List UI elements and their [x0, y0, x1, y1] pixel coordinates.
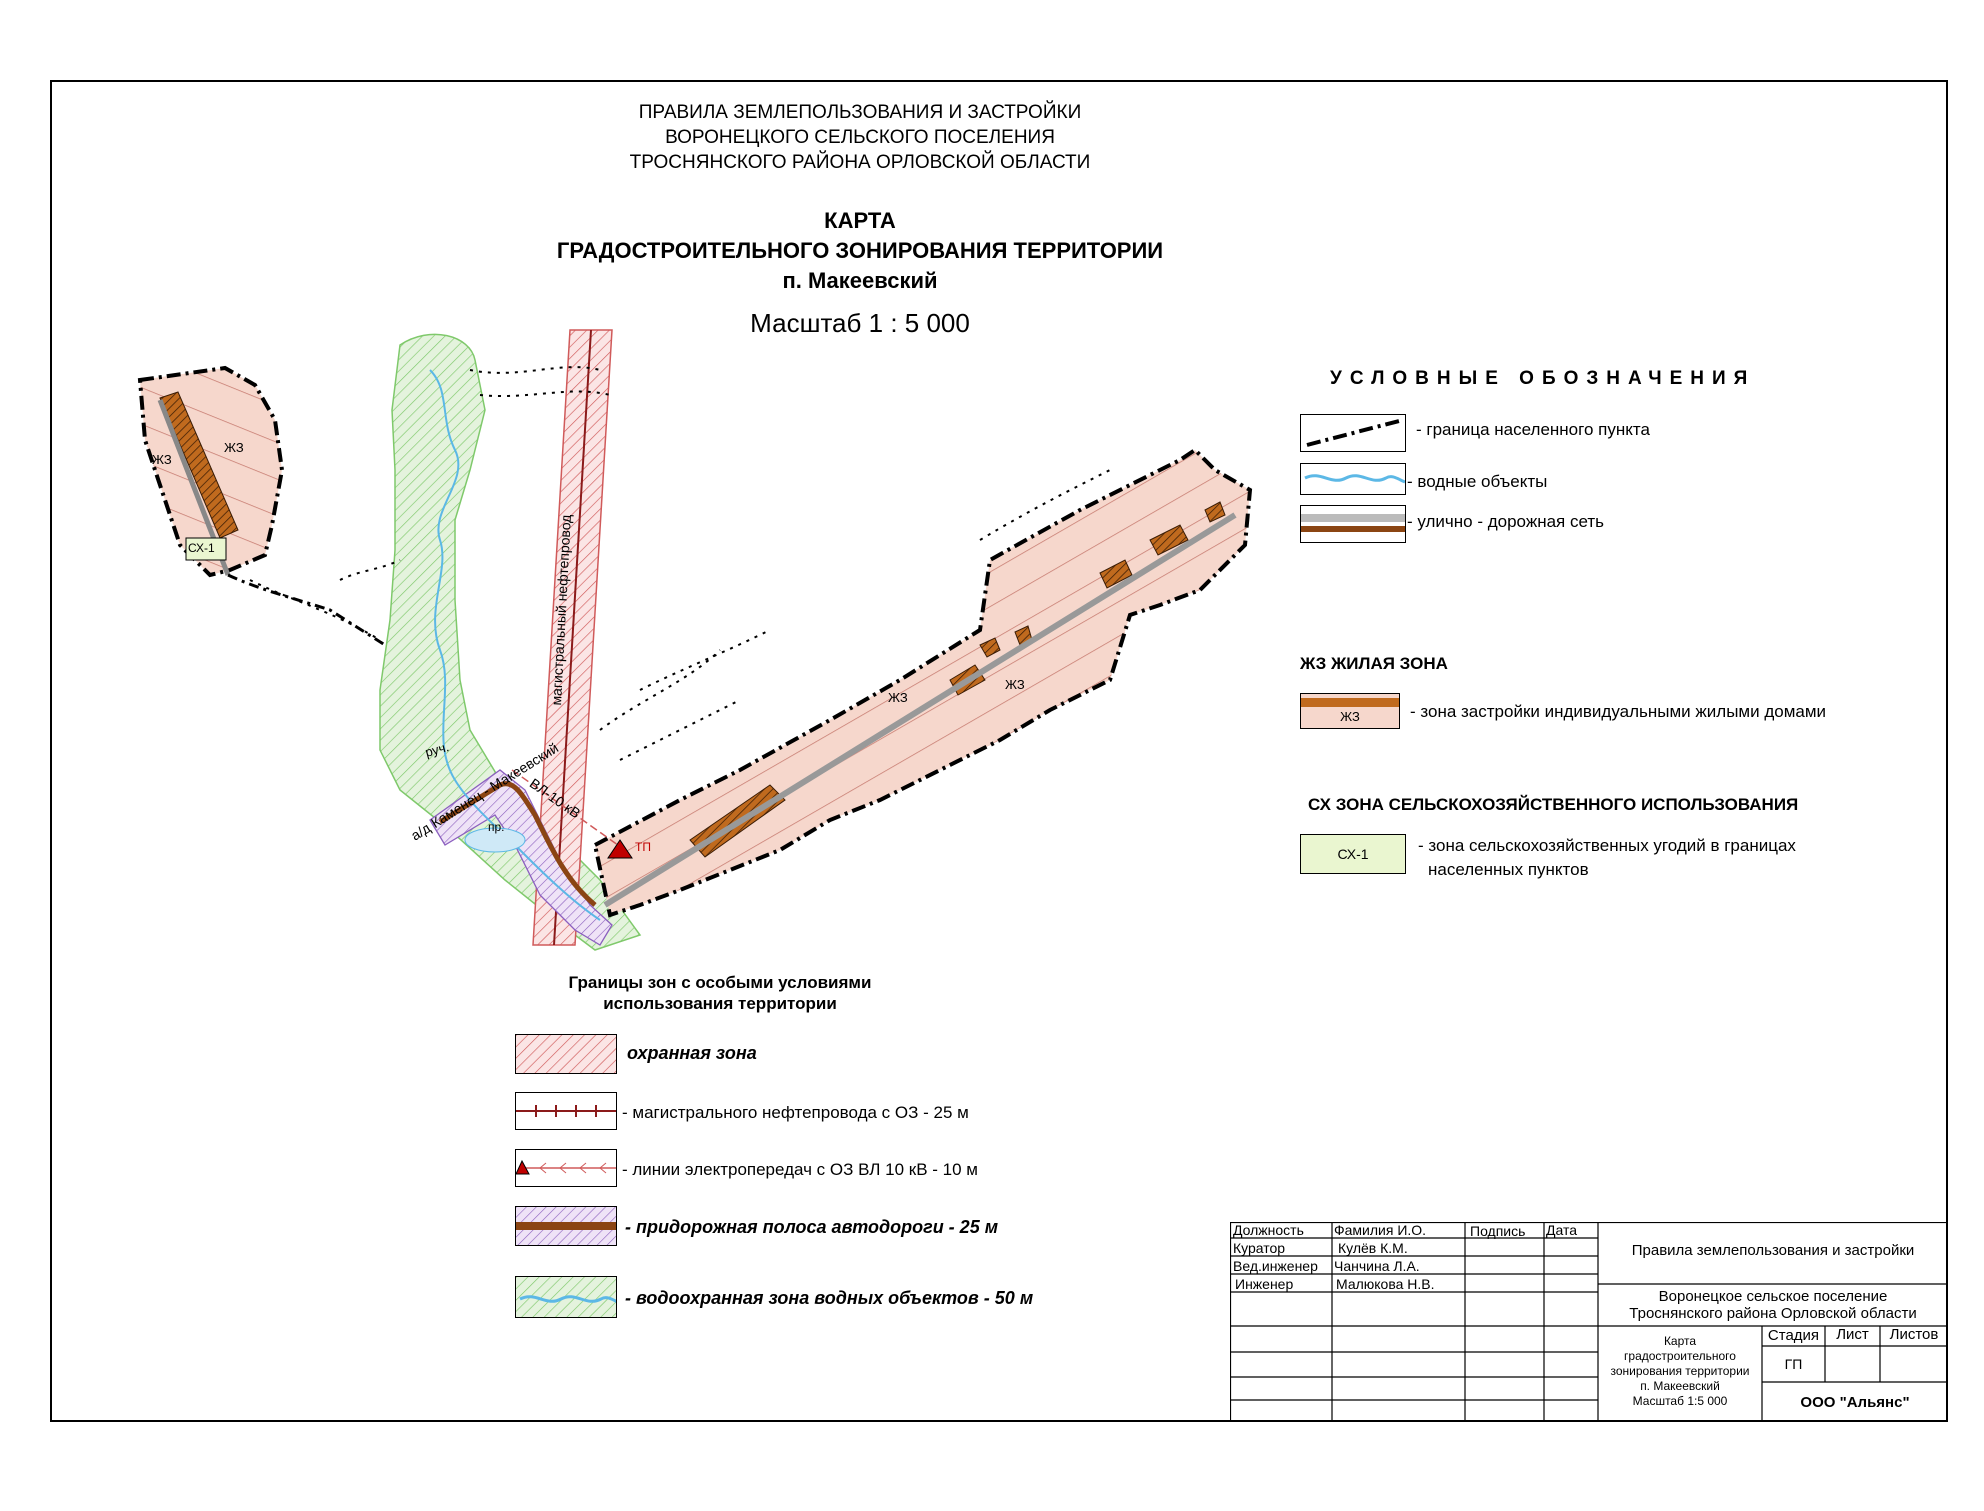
power-line-label: - линии электропередач с ОЗ ВЛ 10 кВ - 1… [622, 1160, 978, 1179]
water-protection-zone [379, 333, 642, 951]
drawing-frame [50, 80, 1948, 1422]
stamp-sheet-line-5: Масштаб 1:5 000 [1632, 1394, 1728, 1408]
roadside-strip-icon [515, 1206, 617, 1246]
stamp-stage-header: Стадия [1767, 1327, 1820, 1344]
special-zones-title-1: Границы зон с особыми условиями [568, 973, 872, 992]
stamp-place-line-2: Троснянского района Орловской области [1629, 1305, 1917, 1322]
road-line-icon [1300, 505, 1406, 543]
header-line-2: ВОРОНЕЦКОГО СЕЛЬСКОГО ПОСЕЛЕНИЯ [665, 127, 1055, 148]
stamp-sheet-line-2: градостроительного [1624, 1349, 1736, 1363]
settlement-border-west [227, 573, 386, 647]
agricultural-label-2: населенных пунктов [1428, 860, 1589, 879]
stamp-sheet-header: Лист [1836, 1326, 1869, 1343]
building-east-6 [1149, 524, 1189, 556]
water-protection-label: - водоохранная зона водных объектов - 50… [625, 1288, 1034, 1308]
special-zones-title: Границы зон с особыми условиями использо… [520, 972, 920, 1014]
building-east-3 [979, 637, 1001, 658]
label-zh-west-1: ЖЗ [152, 452, 172, 467]
stamp-company: ООО "Альянс" [1800, 1394, 1910, 1411]
title-block: Должность Фамилия И.О. Подпись Дата Кура… [1230, 1222, 1948, 1422]
stamp-row1-position: Куратор [1233, 1240, 1286, 1256]
map-title-line-2: ГРАДОСТРОИТЕЛЬНОГО ЗОНИРОВАНИЯ ТЕРРИТОРИ… [556, 238, 1164, 263]
stamp-row2-position: Вед.инженер [1233, 1258, 1318, 1274]
power-line-icon [515, 1149, 617, 1187]
stamp-place: Воронецкое сельское поселение Троснянско… [1598, 1288, 1948, 1322]
label-tp: ТП [635, 840, 651, 854]
pipeline-icon [515, 1092, 617, 1130]
pipeline-label: - магистрального нефтепровода с ОЗ - 25 … [622, 1103, 969, 1122]
stamp-sheet-line-3: зонирования территории [1610, 1364, 1750, 1378]
residential-zone-icon: ЖЗ [1300, 693, 1400, 729]
road-east [603, 512, 1237, 908]
legend-title: УСЛОВНЫЕ ОБОЗНАЧЕНИЯ [1330, 368, 1756, 389]
stamp-sheet-line-1: Карта [1663, 1334, 1697, 1348]
header-line-1: ПРАВИЛА ЗЕМЛЕПОЛЬЗОВАНИЯ И ЗАСТРОЙКИ [638, 102, 1082, 123]
header-line-3: ТРОСНЯНСКОГО РАЙОНА ОРЛОВСКОЙ ОБЛАСТИ [629, 152, 1091, 173]
residential-zone-east [592, 447, 1253, 918]
power-line [511, 769, 626, 851]
stamp-sheet-line-4: п. Макеевский [1640, 1379, 1720, 1393]
residential-icon-label: ЖЗ [1340, 709, 1360, 724]
agricultural-zone-icon: СХ-1 [1300, 834, 1406, 874]
agricultural-label-1: - зона сельскохозяйственных угодий в гра… [1418, 836, 1796, 855]
stamp-row1-name: Кулёв К.М. [1338, 1240, 1408, 1256]
map-title-line-1: КАРТА [824, 208, 896, 233]
agricultural-heading: СХ ЗОНА СЕЛЬСКОХОЗЯЙСТВЕННОГО ИСПОЛЬЗОВА… [1308, 795, 1799, 814]
roadside-strip-label: - придорожная полоса автодороги - 25 м [625, 1217, 999, 1237]
protection-zone-label: охранная зона [627, 1043, 757, 1063]
map-title: КАРТА ГРАДОСТРОИТЕЛЬНОГО ЗОНИРОВАНИЯ ТЕР… [480, 206, 1240, 296]
label-zh-west-2: ЖЗ [224, 440, 244, 455]
agri-zone-west [185, 537, 227, 561]
stamp-sheet-title: Карта градостроительного зонирования тер… [1598, 1334, 1762, 1409]
residential-heading: ЖЗ ЖИЛАЯ ЗОНА [1300, 654, 1448, 673]
stamp-header-name: Фамилия И.О. [1334, 1222, 1427, 1238]
settlement-border-icon [1300, 414, 1406, 452]
residential-icon-bar [1301, 698, 1399, 707]
legend-border-label: - граница населенного пункта [1416, 420, 1650, 439]
pond [464, 827, 526, 853]
stamp-row3-position: Инженер [1235, 1276, 1294, 1292]
label-zh-east-1: ЖЗ [888, 690, 908, 705]
stamp-header-date: Дата [1546, 1222, 1578, 1238]
transformer-icon [607, 839, 633, 859]
map-title-line-3: п. Макеевский [782, 268, 938, 293]
protection-zone-icon [515, 1034, 617, 1074]
pipeline-line [553, 329, 592, 946]
map-scale: Масштаб 1 : 5 000 [750, 308, 970, 338]
document-header: ПРАВИЛА ЗЕМЛЕПОЛЬЗОВАНИЯ И ЗАСТРОЙКИ ВОР… [480, 100, 1240, 175]
stamp-row2-name: Чанчина Л.А. [1334, 1258, 1420, 1274]
stamp-sheets-header: Листов [1889, 1326, 1939, 1343]
water-protection-icon [515, 1276, 621, 1318]
label-agri: СХ-1 [188, 541, 215, 555]
stamp-project: Правила землепользования и застройки [1631, 1242, 1915, 1259]
label-zh-east-2: ЖЗ [1005, 677, 1025, 692]
stream-line [429, 369, 601, 921]
building-west [159, 391, 239, 539]
water-line-icon [1300, 463, 1406, 495]
stamp-place-line-1: Воронецкое сельское поселение [1658, 1288, 1888, 1305]
roadside-strip [429, 769, 613, 946]
terrain-marks [249, 366, 1111, 761]
label-pond: пр. [488, 820, 505, 834]
highway-road [438, 781, 597, 907]
special-zones-title-2: использования территории [603, 994, 837, 1013]
stamp-header-position: Должность [1233, 1222, 1304, 1238]
residential-label: - зона застройки индивидуальными жилыми … [1410, 702, 1827, 721]
stamp-row3-name: Малюкова Н.В. [1336, 1276, 1435, 1292]
stamp-header-signature: Подпись [1470, 1223, 1526, 1239]
legend-water-label: - водные объекты [1407, 472, 1548, 491]
building-east-7 [1204, 501, 1226, 523]
stamp-stage-value: ГП [1784, 1356, 1803, 1372]
building-east-5 [1099, 559, 1133, 589]
legend-road-label: - улично - дорожная сеть [1407, 512, 1605, 531]
title-block-grid [1230, 1222, 1948, 1422]
